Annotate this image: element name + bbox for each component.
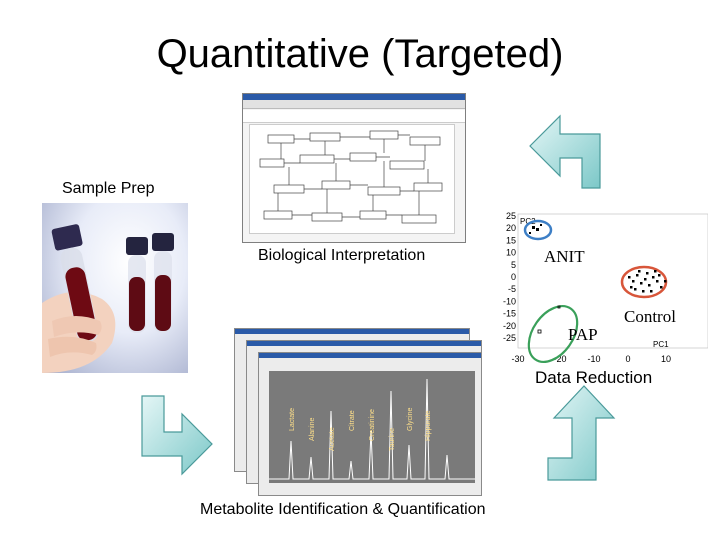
y-tick-label: -20	[503, 321, 516, 331]
peak-label: Creatinine	[369, 409, 376, 441]
data-reduction-label: Data Reduction	[535, 368, 653, 387]
pathway-screenshot	[242, 93, 466, 243]
x-tick-label: 0	[625, 354, 630, 364]
control-point	[658, 274, 661, 277]
pca-scatter-plot: 25 20 15 10 5 0 -5 -10 -15 -20 -25 -30 -20 -10 0 10 PC…	[478, 210, 709, 370]
pap-cluster-ellipse	[527, 305, 579, 363]
control-point	[640, 282, 643, 285]
pathway-diagram	[249, 124, 455, 234]
control-point	[652, 276, 655, 279]
x-tick-label: 10	[661, 354, 671, 364]
control-point	[642, 290, 645, 293]
y-tick-label: 15	[506, 235, 516, 245]
x-tick-label: -10	[587, 354, 600, 364]
peak-label: Taurine	[389, 428, 396, 451]
pap-label: PAP	[568, 325, 598, 344]
slide-title: Quantitative (Targeted)	[156, 32, 564, 76]
sample-prep-label: Sample Prep	[62, 180, 155, 197]
peak-label: Alanine	[309, 418, 316, 441]
biological-interpretation-label: Biological Interpretation	[258, 247, 426, 264]
control-point	[644, 278, 647, 281]
peak-label: Lactate	[289, 408, 296, 431]
control-point	[646, 272, 649, 275]
control-point	[634, 288, 637, 291]
blood-sample-photo	[42, 203, 188, 373]
y-tick-label: 25	[506, 211, 516, 221]
x-tick-label: -20	[553, 354, 566, 364]
pc1-axis-label: PC1	[653, 340, 669, 349]
window-header-strip	[243, 110, 465, 123]
control-point	[636, 274, 639, 277]
y-tick-label: -10	[503, 296, 516, 306]
control-point	[628, 276, 631, 279]
control-label: Control	[624, 307, 676, 326]
control-point	[632, 280, 635, 283]
peak-label: Acetate	[329, 427, 336, 451]
x-tick-label: -30	[511, 354, 524, 364]
control-point	[660, 286, 663, 289]
metabolite-identification-label: Metabolite Identification & Quantificati…	[200, 501, 486, 518]
control-point	[654, 270, 657, 273]
anit-cluster-ellipse	[523, 219, 553, 241]
control-point	[648, 284, 651, 287]
arrow-bottom-left	[141, 395, 213, 476]
y-tick-label: -5	[508, 284, 516, 294]
control-point	[638, 270, 641, 273]
window-titlebar	[243, 94, 465, 100]
y-tick-label: -15	[503, 309, 516, 319]
pc2-axis-label: PC2	[520, 217, 536, 226]
y-tick-label: 5	[511, 260, 516, 270]
control-point	[664, 280, 667, 283]
anit-points	[529, 224, 542, 234]
pap-points	[537, 305, 561, 334]
control-point	[650, 290, 653, 293]
window-toolbar	[243, 100, 465, 109]
peak-label: Glycine	[407, 408, 414, 431]
arrow-top-right	[529, 114, 601, 189]
peak-label: Citrate	[349, 410, 356, 431]
y-tick-label: -25	[503, 333, 516, 343]
peak-label: Hippurate	[425, 411, 432, 441]
control-point	[656, 280, 659, 283]
y-tick-label: 0	[511, 272, 516, 282]
y-tick-label: 10	[506, 248, 516, 258]
control-points	[628, 270, 667, 293]
arrow-bottom-right	[547, 385, 616, 481]
y-tick-label: 20	[506, 223, 516, 233]
anit-label: ANIT	[544, 247, 585, 266]
control-point	[630, 286, 633, 289]
